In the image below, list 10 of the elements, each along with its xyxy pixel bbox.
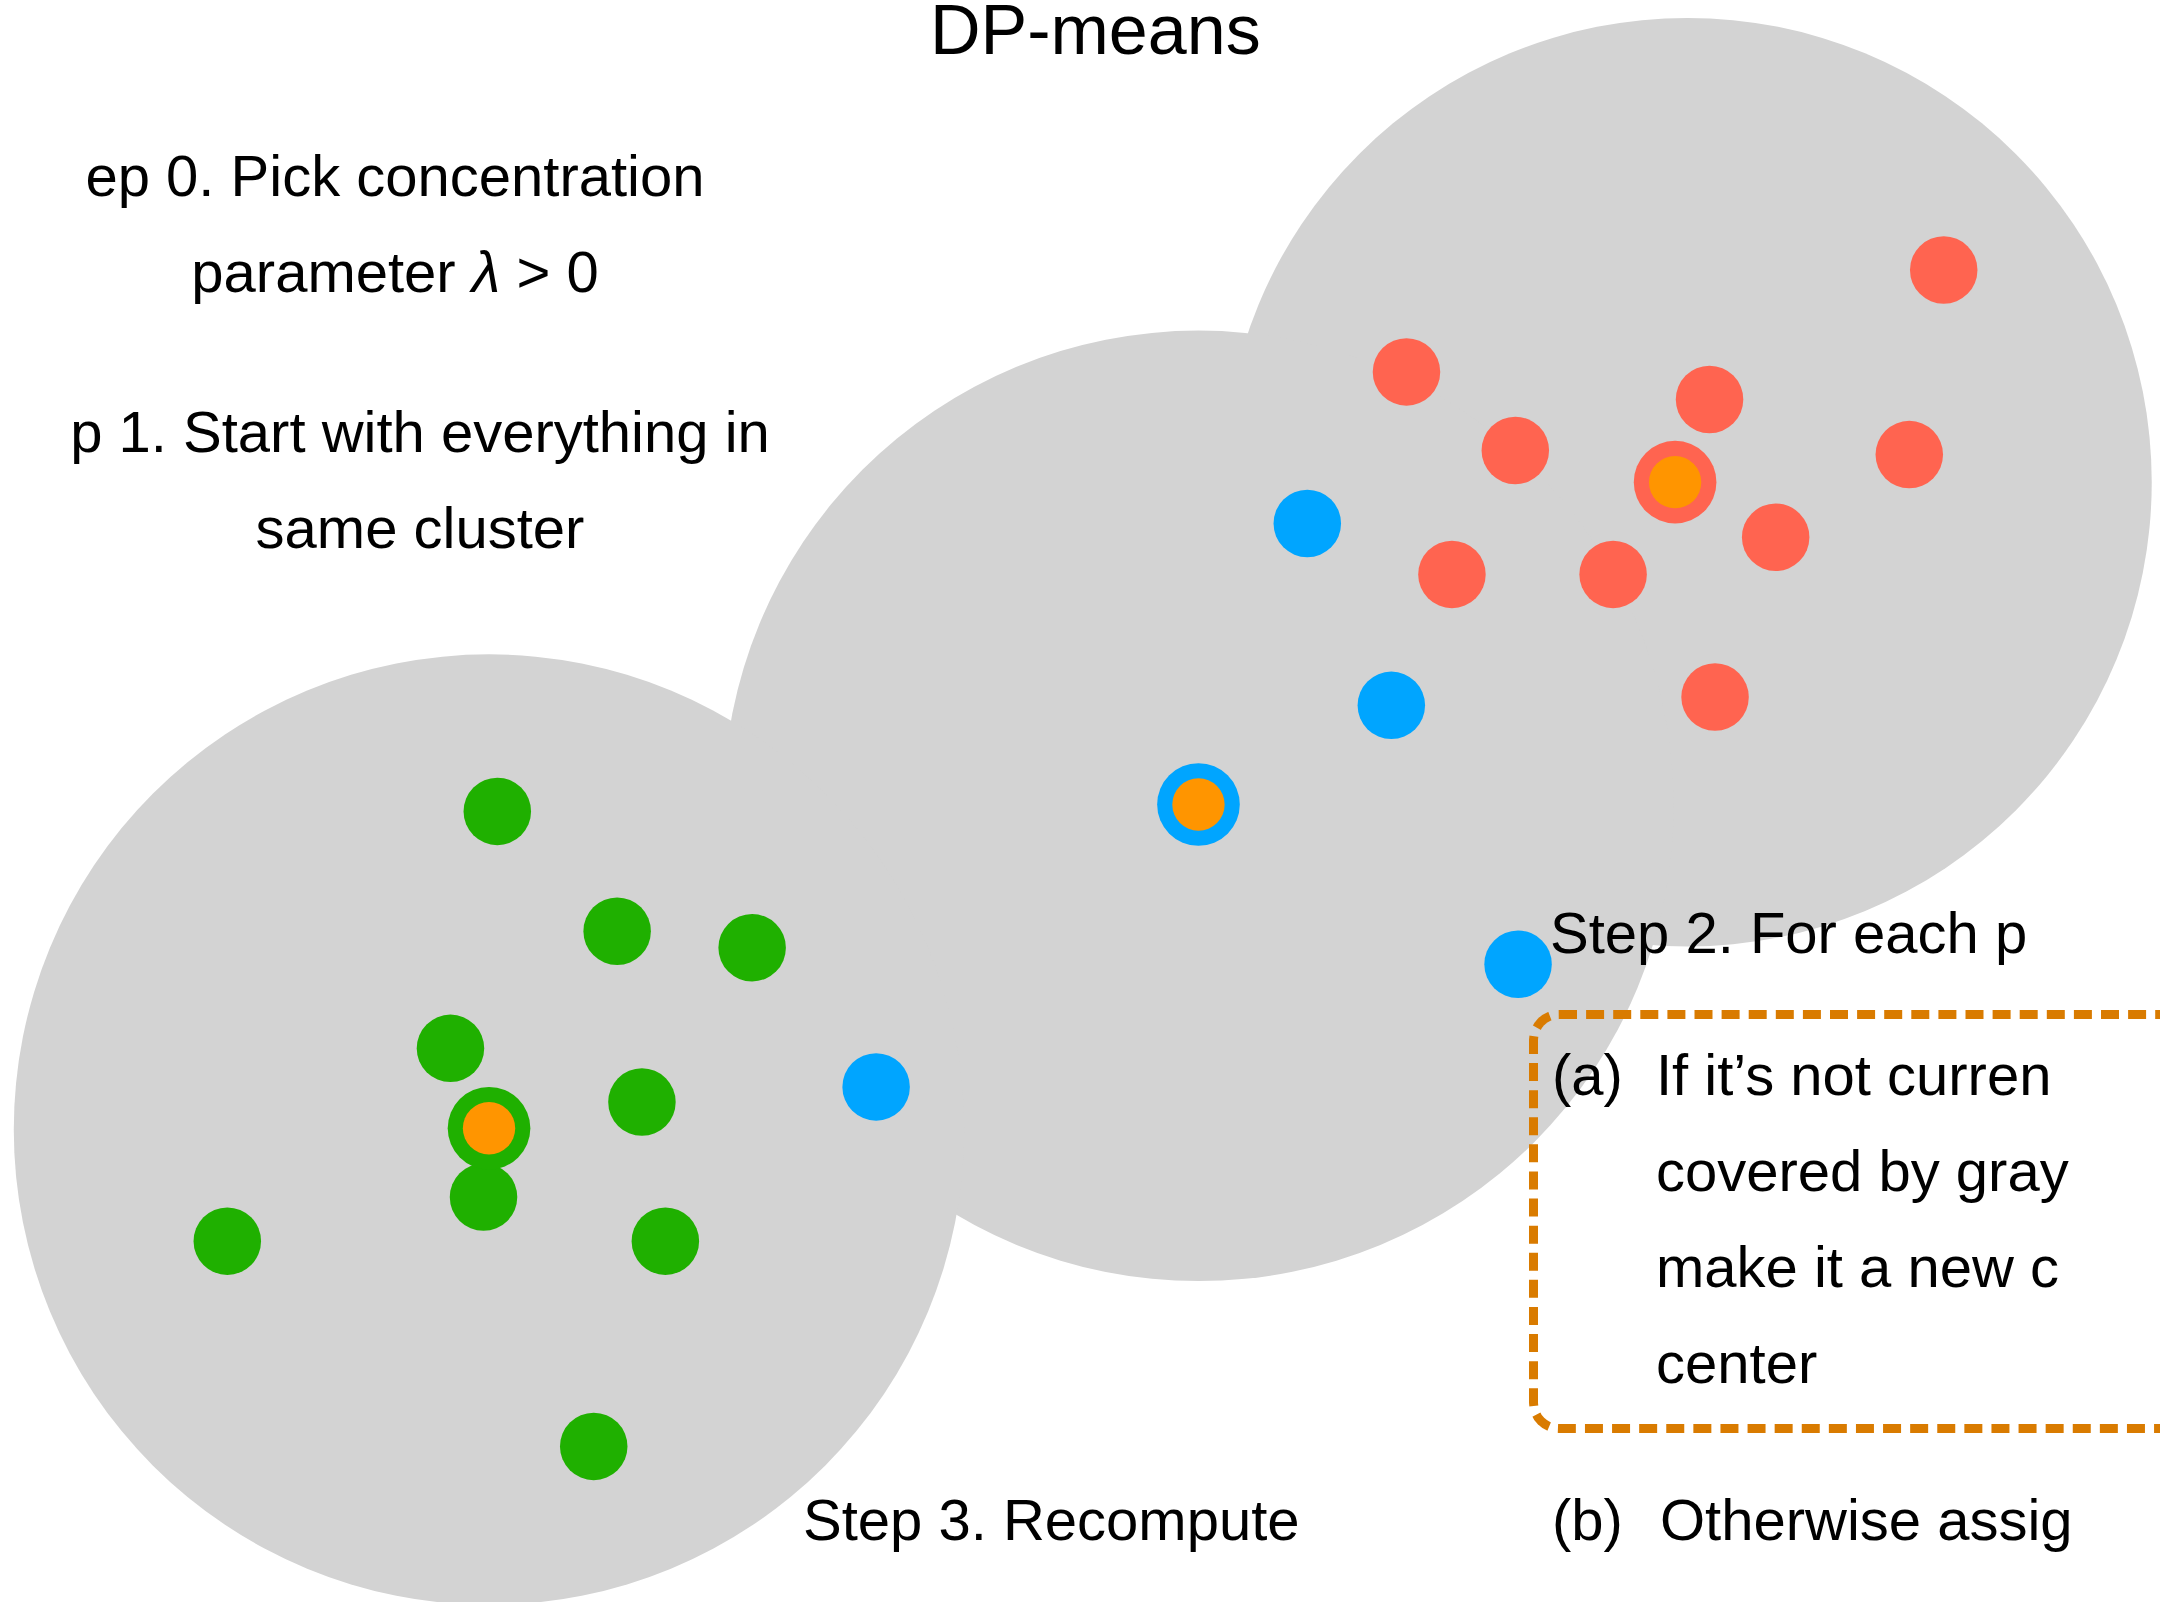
step-text: Otherwise assig: [1660, 1486, 2074, 1554]
title: DP-means: [930, 0, 1261, 70]
step-text: p 1. Start with everything in same cluster: [69, 398, 771, 562]
step-text: If it’s not curren covered by gray make it a new c center: [1656, 1041, 2070, 1397]
step-text: Step 2. For each p: [1550, 899, 2029, 967]
dashed-box: [1529, 1010, 2160, 1433]
list-marker: (a): [1552, 1041, 1624, 1109]
step-text: ep 0. Pick concentration parameter λ > 0: [84, 142, 706, 306]
step-text: Step 3. Recompute: [803, 1486, 1301, 1554]
list-marker: (b): [1552, 1486, 1624, 1554]
